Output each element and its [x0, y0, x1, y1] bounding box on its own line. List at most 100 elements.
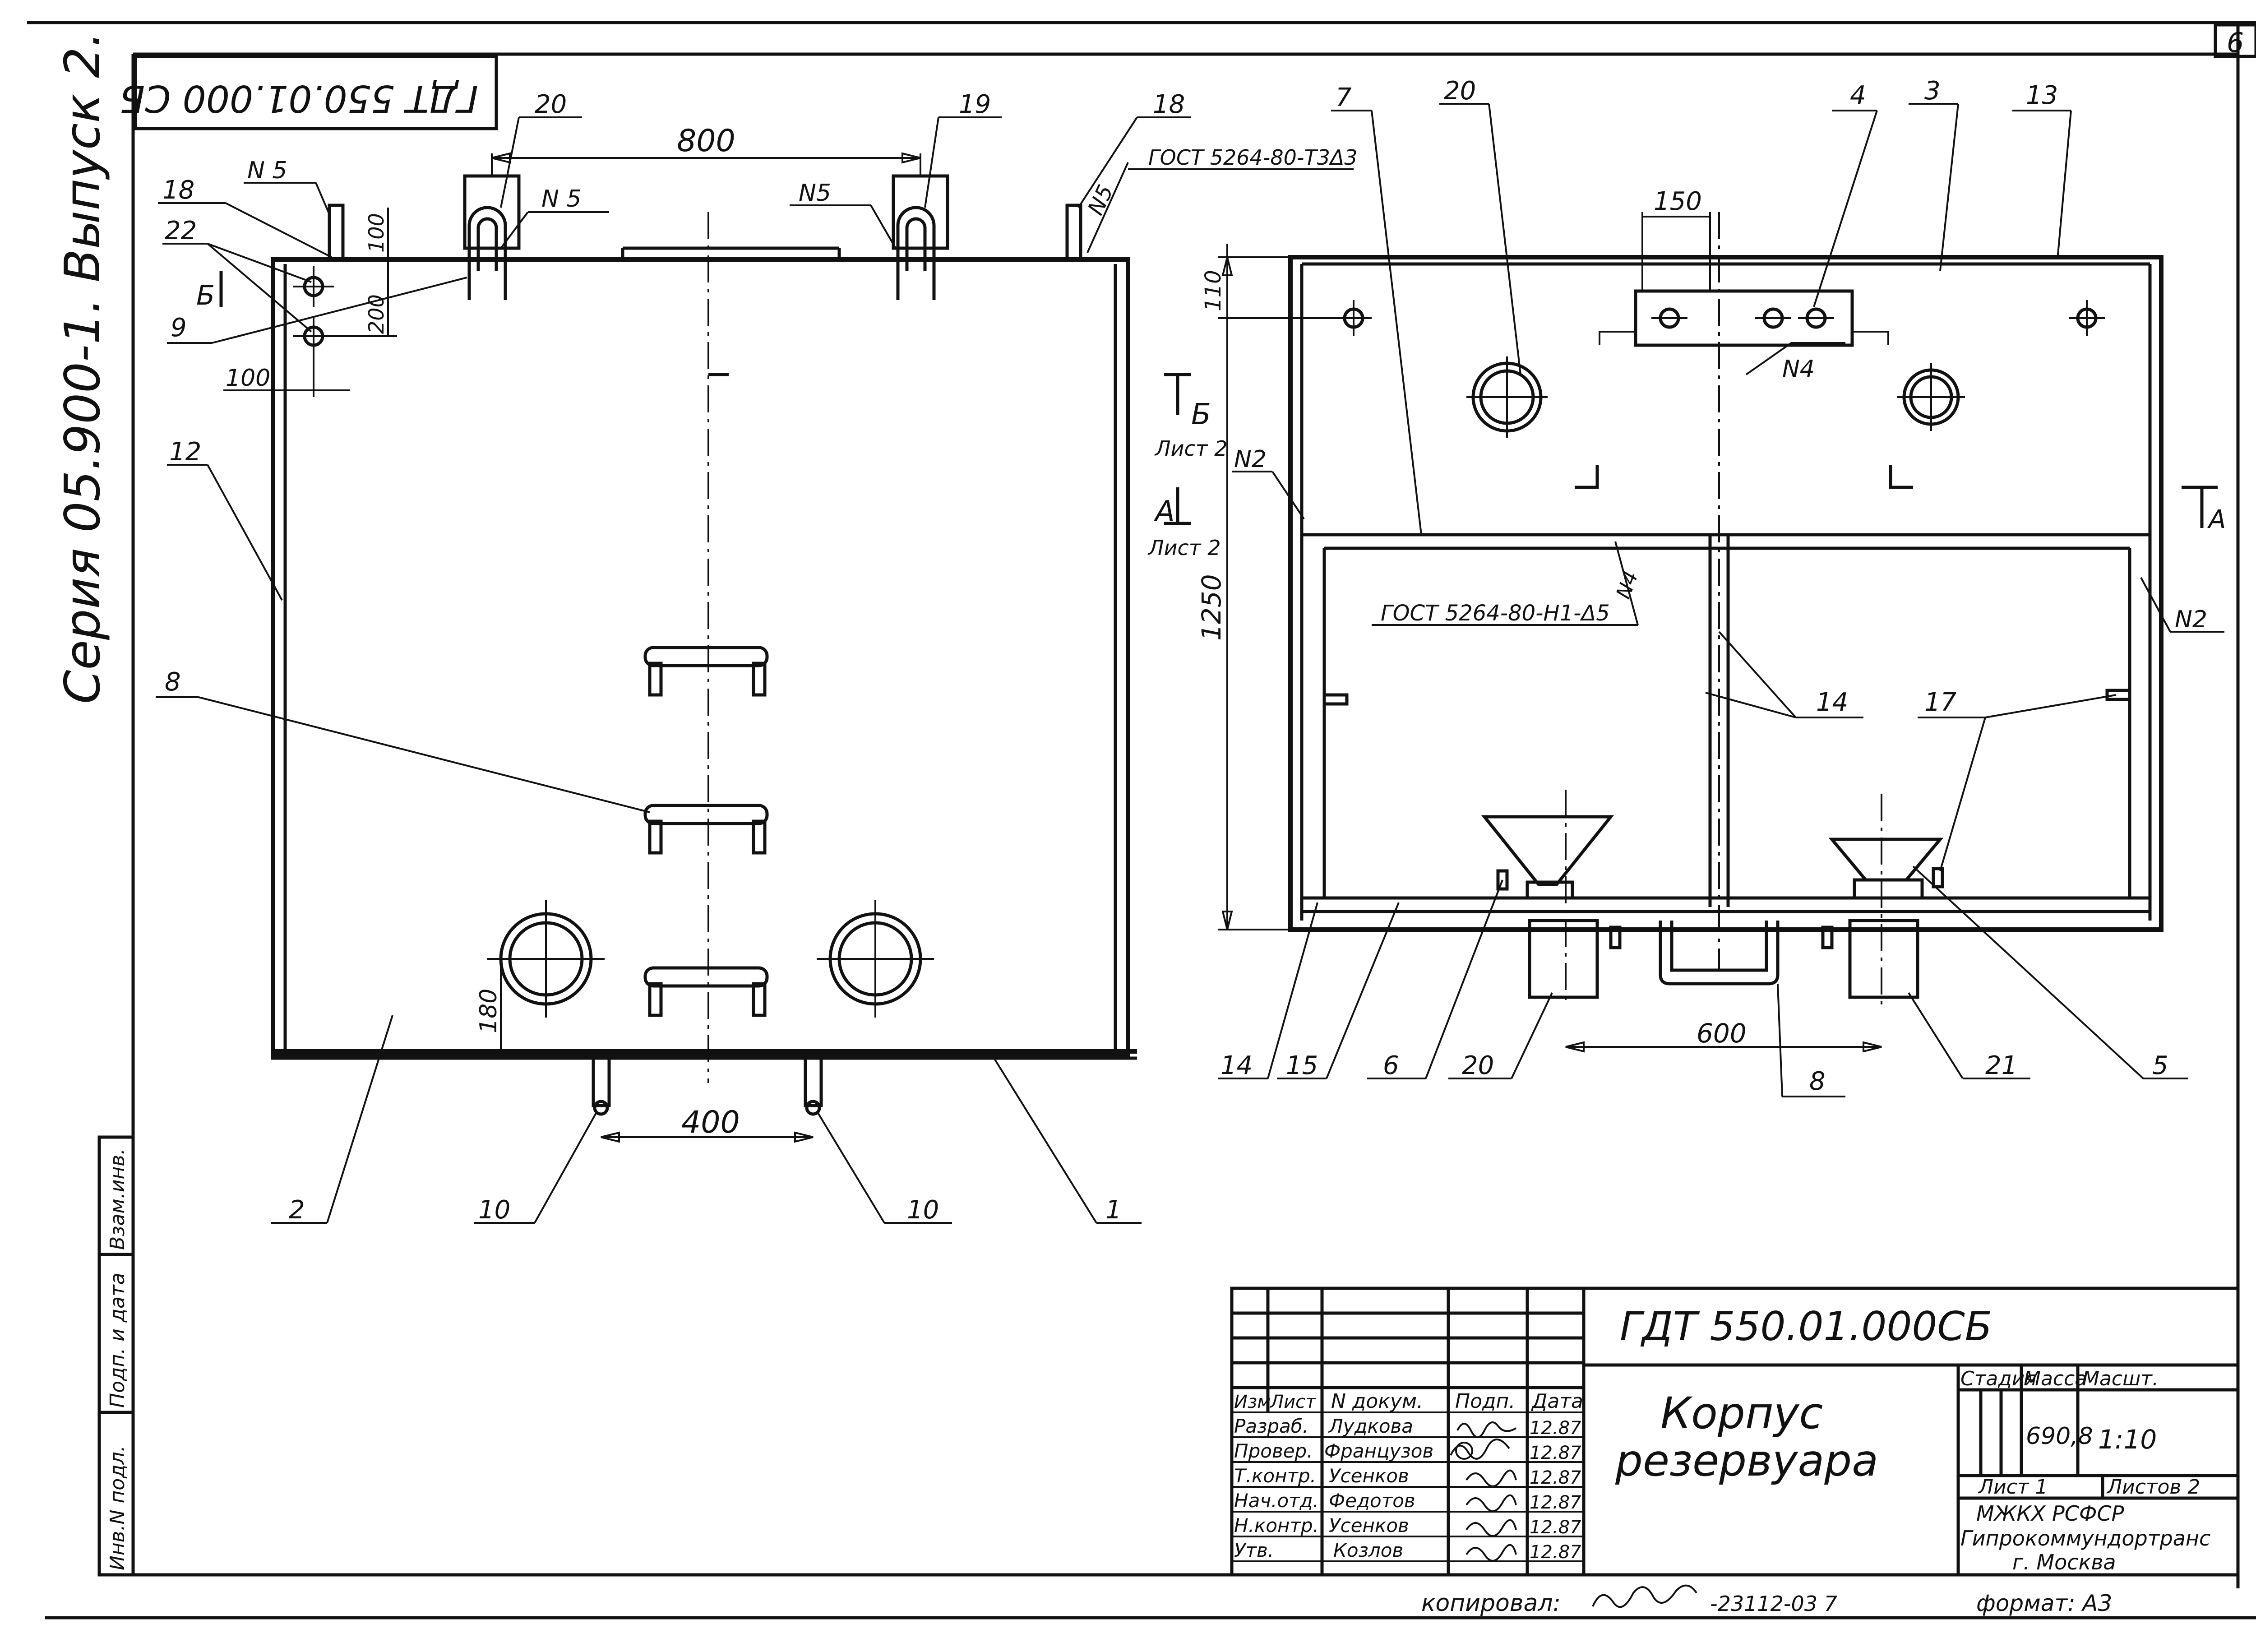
callout-18-left: 18 [162, 176, 194, 205]
row-role: Утв. [1234, 1539, 1274, 1561]
section-b-label: Б [1191, 398, 1211, 431]
dim-150: 150 [1654, 187, 1702, 216]
strip-vzam-inv: Взам.инв. [106, 1148, 129, 1250]
title-line-1: Корпус [1660, 1388, 1823, 1439]
sheet-label: Лист 1 [1978, 1476, 2048, 1499]
col-podp: Подп. [1455, 1390, 1515, 1413]
callout-2: 2 [289, 1195, 305, 1225]
dim-1250: 1250 [1196, 574, 1227, 641]
footer-copied: копировал: [1421, 1590, 1561, 1617]
callout-22: 22 [165, 216, 197, 245]
callout-3: 3 [1924, 76, 1941, 106]
weld-standard-front: ГОСТ 5264-80-Т3Δ3 [1148, 145, 1358, 170]
col-n-dokum: N докум. [1331, 1390, 1423, 1413]
callout-8-side: 8 [1809, 1067, 1826, 1096]
weld-n2-left: N2 [1234, 446, 1267, 473]
callout-20-side: 20 [1444, 76, 1476, 106]
row-role: Н.контр. [1234, 1514, 1319, 1536]
weld-n4-side: N4 [1612, 568, 1643, 602]
dim-180: 180 [475, 989, 502, 1033]
title-block-code: ГДТ 550.01.000СБ [1620, 1303, 1992, 1350]
callout-6: 6 [1383, 1051, 1399, 1080]
col-data: Дата [1531, 1390, 1583, 1413]
ladder-rung [643, 646, 769, 697]
row-name: Федотов [1329, 1490, 1415, 1512]
sheet-frame: 6 [27, 21, 2256, 1620]
callout-5: 5 [2152, 1051, 2168, 1080]
left-strip: Взам.инв. Подп. и дата Инв.N подл. [97, 1135, 135, 1577]
row-date: 12.87 [1530, 1467, 1581, 1488]
weld-mark-2: N 5 [541, 185, 582, 213]
dim-800: 800 [677, 123, 735, 159]
row-name: Французов [1324, 1440, 1433, 1462]
callout-19: 19 [959, 90, 991, 119]
signatures [1450, 1421, 1517, 1562]
row-date: 12.87 [1530, 1517, 1581, 1538]
mass-value: 690,8 [2026, 1423, 2093, 1450]
row-name: Козлов [1333, 1539, 1403, 1561]
callout-1: 1 [1105, 1195, 1122, 1225]
mass-header: Масса [2024, 1367, 2087, 1390]
callout-15: 15 [1286, 1051, 1318, 1080]
dim-110: 110 [1201, 270, 1226, 311]
front-view: 800 100 200 100 180 400 Б Лист 2 А Лист … [156, 90, 1358, 1225]
callout-21: 21 [1985, 1051, 2017, 1080]
ladder-rung [643, 804, 769, 855]
col-list: Лист [1269, 1392, 1317, 1412]
weld-mark-1: N 5 [247, 157, 287, 184]
footer-format: формат: А3 [1976, 1590, 2112, 1616]
title-line-2: резервуара [1615, 1435, 1878, 1486]
callout-10-right: 10 [907, 1195, 939, 1225]
row-name: Лудкова [1328, 1415, 1413, 1437]
callout-7: 7 [1336, 83, 1352, 112]
side-tank-outer [1288, 255, 2164, 932]
weld-standard-side: ГОСТ 5264-80-Н1-Δ5 [1381, 601, 1610, 626]
callout-20-front: 20 [535, 90, 567, 119]
callout-20-bottom: 20 [1462, 1051, 1494, 1080]
section-b-sheet: Лист 2 [1154, 436, 1227, 461]
front-tank-body [271, 257, 1130, 1058]
weld-n2-right: N2 [2175, 606, 2207, 633]
strip-inv-podl: Инв.N подл. [106, 1445, 129, 1570]
org-line-2: Гипрокоммундортранс [1960, 1526, 2210, 1550]
org-line-3: г. Москва [2012, 1550, 2116, 1574]
sheet-number: 6 [2227, 27, 2244, 59]
strip-podp-data: Подп. и дата [106, 1273, 129, 1408]
row-date: 12.87 [1530, 1418, 1581, 1439]
section-a-sheet: Лист 2 [1147, 536, 1220, 560]
side-view: 150 110 1250 600 N4 ГОСТ 5264-80-Н1-Δ5 N… [1196, 76, 2226, 1097]
callout-14-bottom: 14 [1220, 1051, 1253, 1080]
top-stamp-code: ГДТ 550.01.000 СБ [120, 77, 478, 120]
col-izm: Изм [1234, 1392, 1271, 1412]
scale-value: 1:10 [2098, 1424, 2157, 1455]
callout-14-side: 14 [1816, 688, 1848, 717]
footer-copy-number: -23112-03 7 [1710, 1592, 1837, 1616]
callout-8-front: 8 [165, 667, 181, 697]
series-text: Серия 05.900-1. Выпуск 2. [55, 32, 111, 704]
row-role: Провер. [1234, 1440, 1313, 1462]
stage-header: Стадия [1960, 1367, 2037, 1390]
row-name: Усенков [1329, 1465, 1409, 1487]
dim-100-edge: 100 [226, 365, 270, 392]
callout-18-right: 18 [1153, 90, 1185, 119]
copier-signature [1592, 1584, 1697, 1608]
section-b-small: Б [196, 280, 215, 311]
weld-mark-4: N5 [1083, 181, 1119, 219]
top-stamp: ГДТ 550.01.000 СБ [120, 55, 498, 130]
dim-400: 400 [681, 1105, 740, 1140]
callout-17: 17 [1924, 688, 1957, 717]
side-section-a: А [2207, 505, 2226, 534]
dim-100-lug: 100 [364, 213, 388, 253]
org-line-1: МЖКХ РСФСР [1976, 1501, 2124, 1526]
sheets-label: Листов 2 [2106, 1476, 2200, 1499]
section-a-label: А [1153, 495, 1175, 528]
callout-13: 13 [2026, 81, 2058, 110]
row-role: Т.контр. [1234, 1465, 1316, 1487]
footer: копировал: -23112-03 7 формат: А3 [1421, 1584, 2112, 1617]
callout-12: 12 [169, 437, 201, 467]
row-date: 12.87 [1530, 1492, 1581, 1513]
row-date: 12.87 [1530, 1542, 1581, 1563]
title-block: Изм Лист N докум. Подп. Дата Разраб. Луд… [1230, 1286, 2240, 1577]
callout-10-left: 10 [478, 1195, 510, 1225]
